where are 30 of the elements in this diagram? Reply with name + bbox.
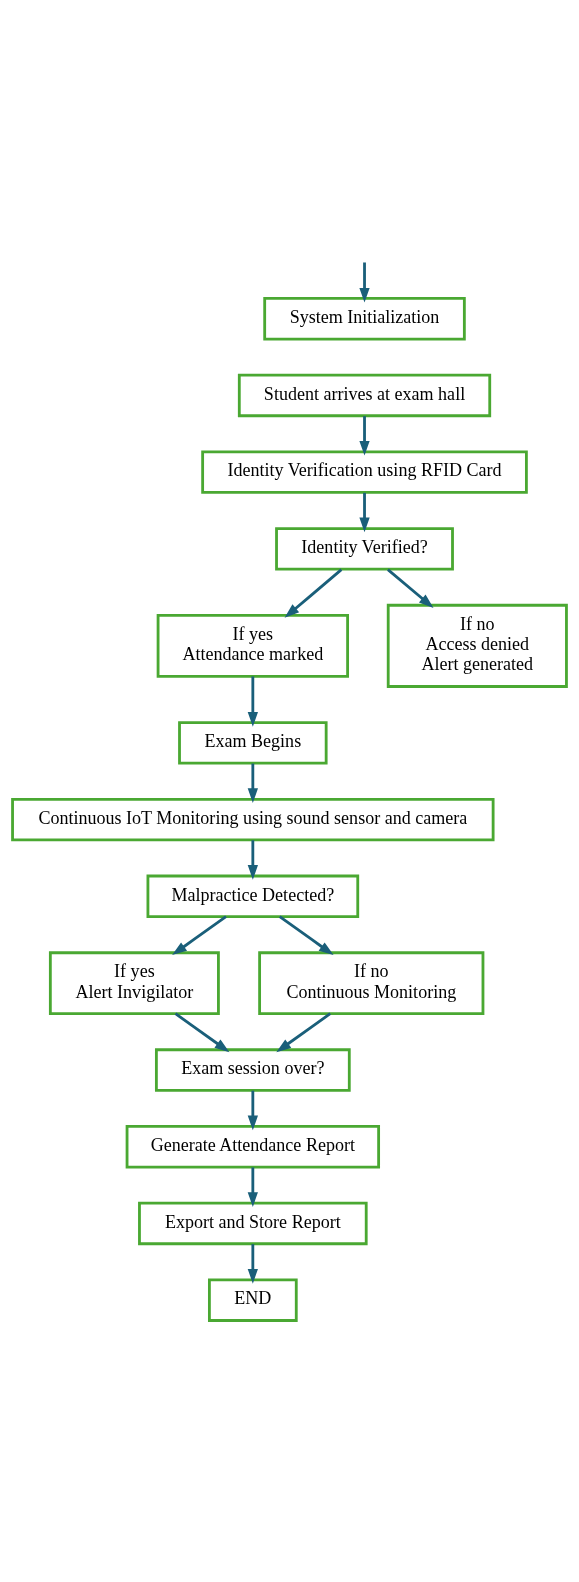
arrow — [387, 568, 434, 608]
node-box: Continuous IoT Monitoring using sound sensor and camera — [11, 797, 495, 842]
arrow — [247, 763, 258, 804]
arrow — [247, 1167, 258, 1207]
arrow — [276, 1012, 331, 1053]
arrow — [247, 676, 258, 727]
node-box: Export and Store Report — [138, 1201, 368, 1246]
node-box: Exam Begins — [178, 721, 328, 765]
node-box: Identity Verification using RFID Card — [201, 450, 528, 494]
arrow — [247, 1090, 258, 1131]
arrow — [278, 915, 334, 956]
arrow — [174, 1012, 230, 1053]
node-box: END — [208, 1278, 298, 1322]
node-box: System Initialization — [263, 297, 466, 341]
arrow — [247, 840, 258, 880]
node-box: Exam session over? — [154, 1048, 351, 1092]
node-box: Generate Attendance Report — [125, 1125, 381, 1169]
arrow — [359, 262, 370, 303]
arrow — [172, 915, 227, 956]
node-box: Identity Verified? — [275, 527, 454, 571]
arrow — [247, 1244, 258, 1284]
node-box: Malpractice Detected? — [146, 874, 360, 919]
node-box: If yes Attendance marked — [156, 614, 349, 678]
node-box: If yes Alert Invigilator — [48, 951, 220, 1016]
node-box: If no Continuous Monitoring — [258, 951, 485, 1016]
arrow — [359, 492, 370, 533]
node-box: If no Access denied Alert generated — [386, 603, 568, 688]
arrow — [284, 568, 343, 618]
node-box: Student arrives at exam hall — [237, 373, 492, 418]
arrow — [359, 416, 370, 456]
